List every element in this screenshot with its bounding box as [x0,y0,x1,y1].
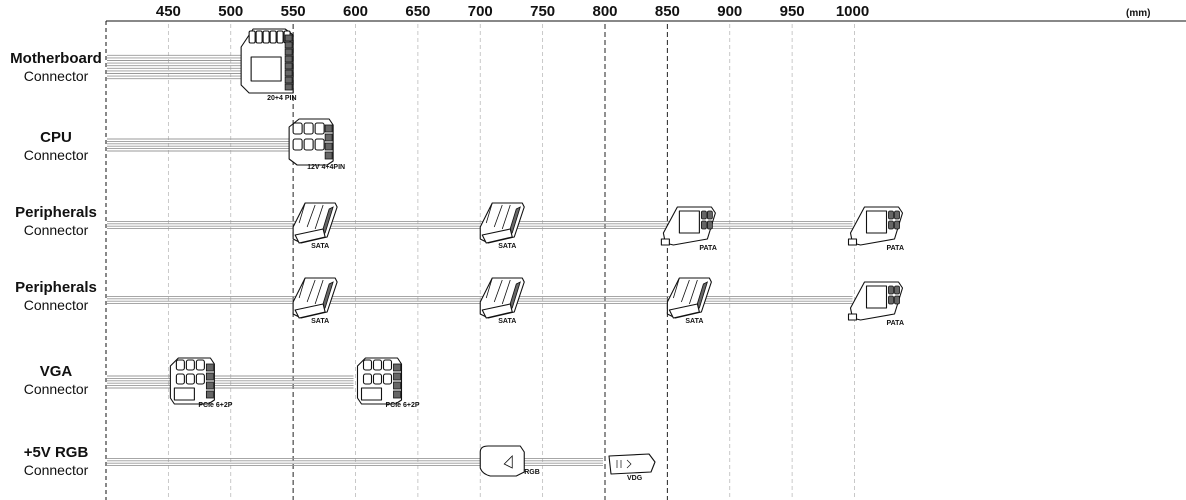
pata-connector-icon [847,206,904,246]
connector-label: SATA [311,318,329,325]
row-subtitle: Connector [24,462,89,478]
tick-label-700: 700 [468,3,493,20]
vdg-connector-icon [608,453,656,475]
connector-label: SATA [685,318,703,325]
rgb-connector-icon [479,445,525,477]
sata-connector-icon [666,277,712,319]
sata-connector-icon [292,277,338,319]
connector-label: 12V 4+4PIN [307,164,345,171]
row-subtitle: Connector [24,381,89,397]
connector-label: PCIe 6+2P [198,402,232,409]
tick-label-650: 650 [405,3,430,20]
axis-tick-labels: 450 500 550 600 650 700 750 800 850 900 950 1000 [156,3,869,20]
connector-label: SATA [498,243,516,250]
tick-label-950: 950 [780,3,805,20]
eps8-connector-icon [288,118,334,166]
row-subtitle: Connector [24,222,89,238]
tick-label-450: 450 [156,3,181,20]
connector-label: RGB [524,469,540,476]
sata-connector-icon [479,202,525,244]
tick-label-550: 550 [281,3,306,20]
pcie8-connector-icon [356,357,403,405]
connector-label: SATA [498,318,516,325]
row-title: Motherboard [10,50,102,67]
row-subtitle: Connector [24,297,89,313]
row-title: Peripherals [15,279,97,296]
atx24-connector-icon [240,28,294,94]
row-title: +5V RGB [24,444,89,461]
row-title: Peripherals [15,204,97,221]
connector-label: VDG [627,475,643,482]
tick-label-900: 900 [717,3,742,20]
pcie8-connector-icon [169,357,215,405]
connector-label: SATA [311,243,329,250]
pata-connector-icon [660,206,716,246]
row-title: CPU [40,129,72,146]
row-subtitle: Connector [24,147,89,163]
tick-label-500: 500 [218,3,243,20]
row-title: VGA [40,363,73,380]
axis-unit-label: (mm) [1126,8,1150,19]
tick-label-750: 750 [530,3,555,20]
tick-label-800: 800 [592,3,617,20]
tick-label-600: 600 [343,3,368,20]
sata-connector-icon [292,202,338,244]
tick-label-1000: 1000 [836,3,869,20]
sata-connector-icon [479,277,525,319]
connector-label: 20+4 PIN [267,95,296,102]
gridlines [167,24,855,500]
connector-label: PATA [887,320,905,327]
connector-label: PATA [887,245,905,252]
pata-connector-icon [847,281,904,321]
connector-label: PCIe 6+2P [386,402,420,409]
tick-label-850: 850 [655,3,680,20]
row-subtitle: Connector [24,68,89,84]
connector-label: PATA [699,245,717,252]
